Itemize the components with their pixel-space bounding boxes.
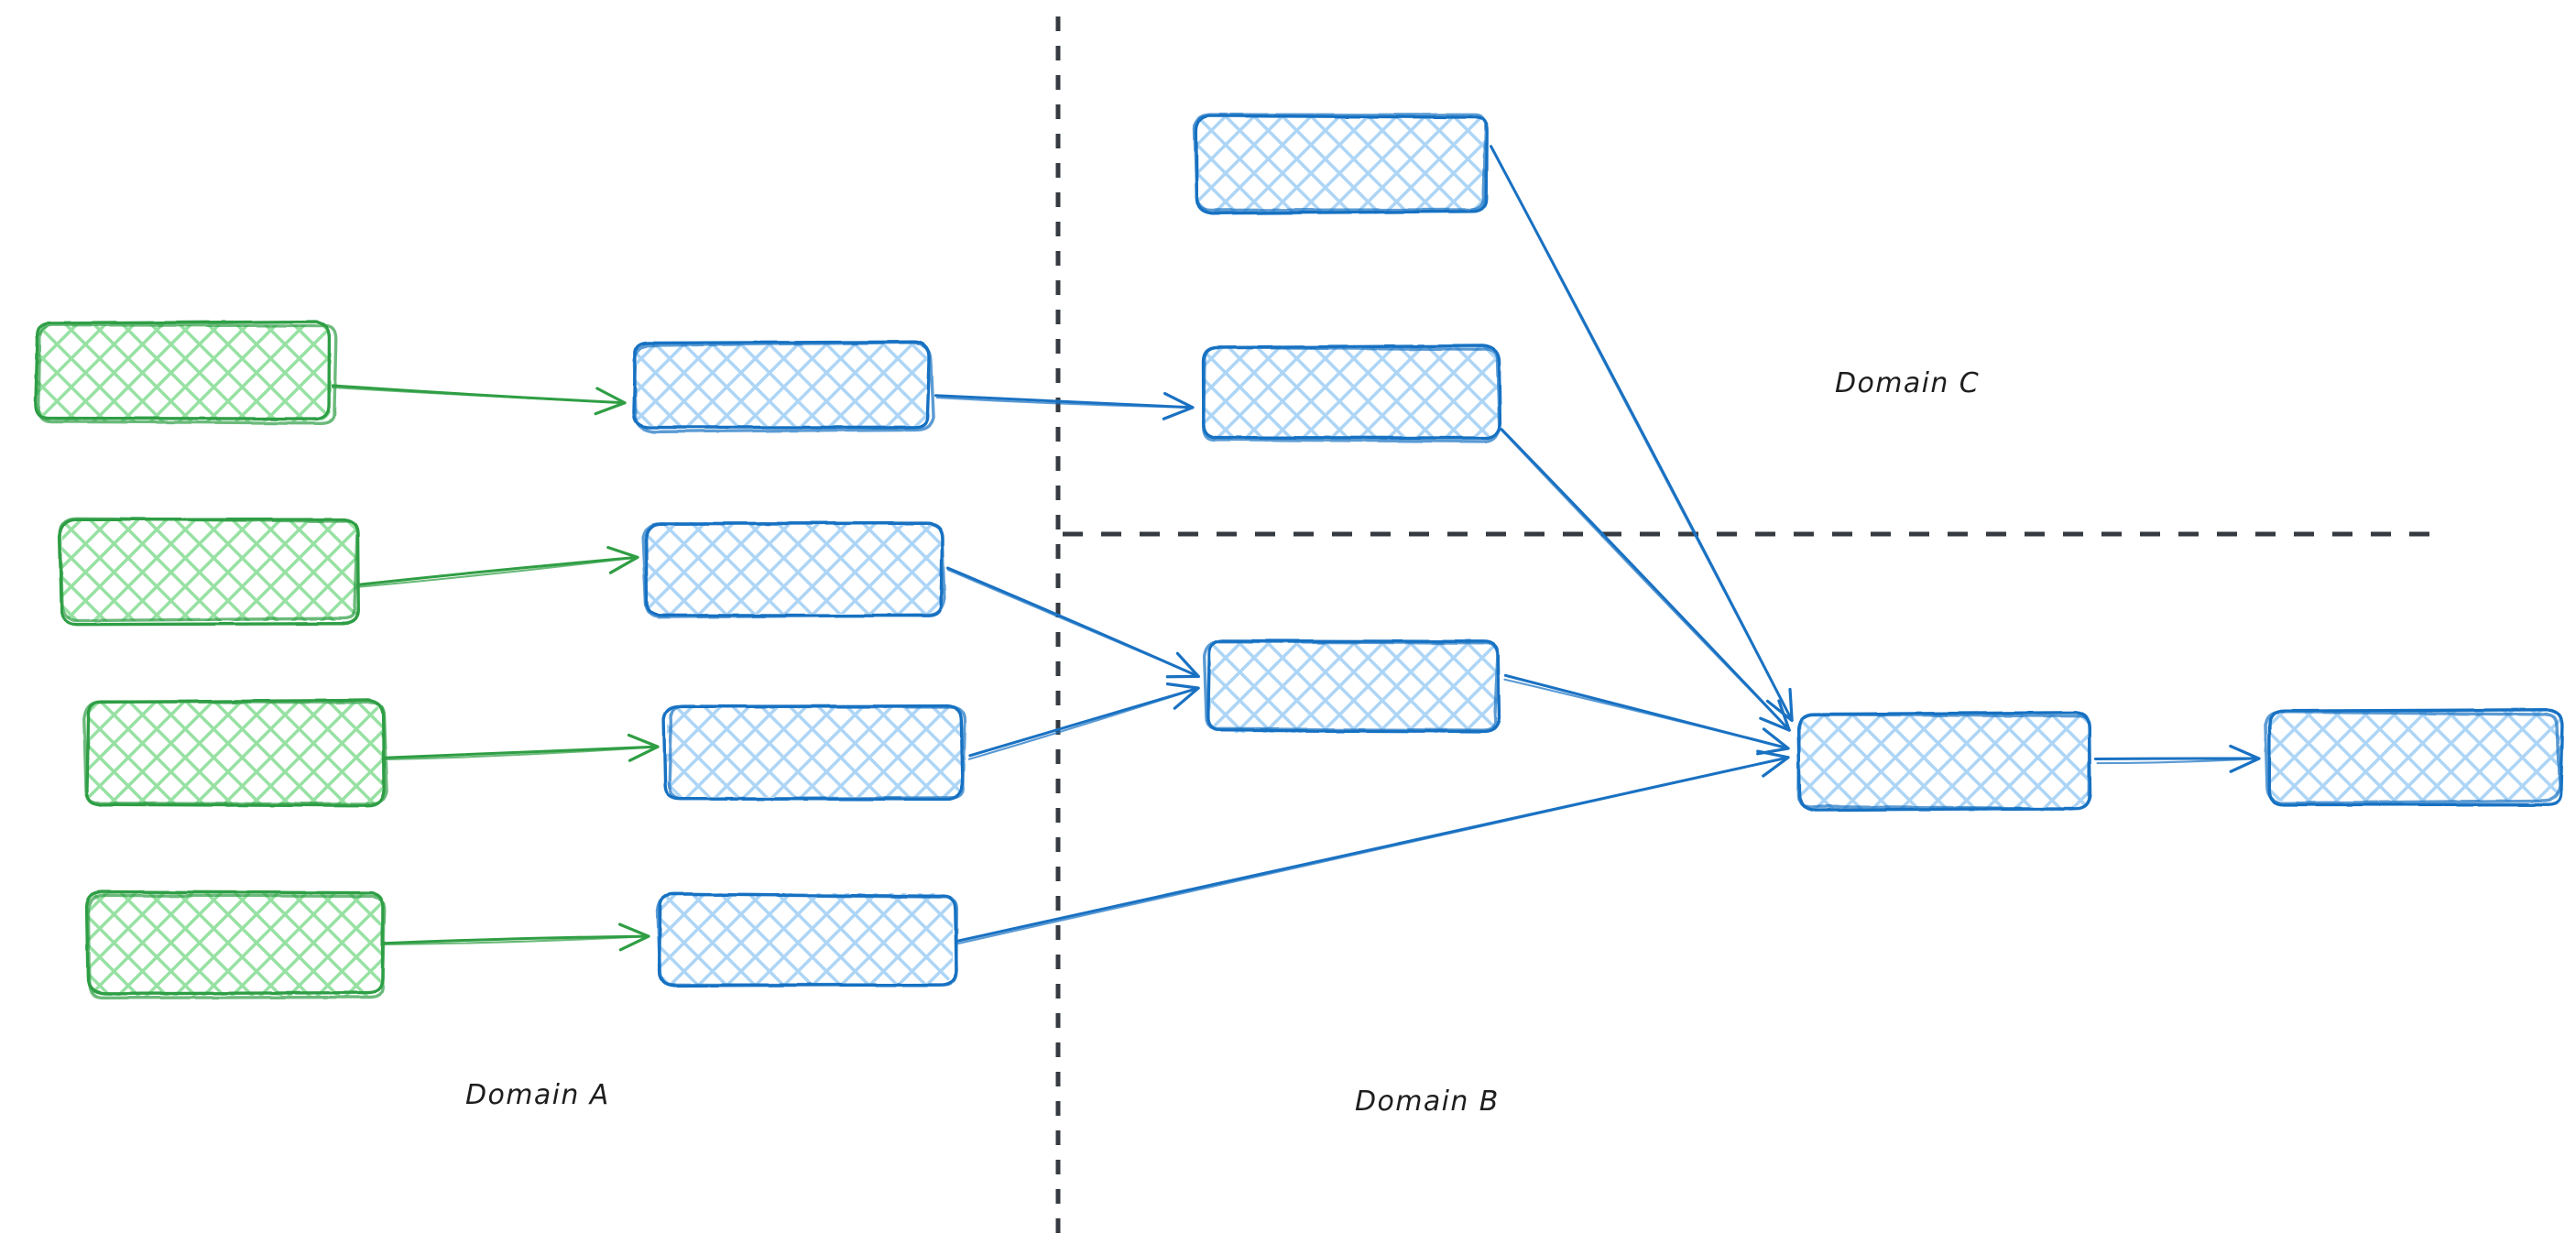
blue-node-b2[interactable] [640,518,947,619]
blue-node-c1-outline [1193,113,1488,213]
edge-a1-to-b1-shaft [329,386,627,404]
blue-node-d1-fill [1207,641,1499,733]
blue-node-e1[interactable] [1795,711,2093,814]
green-node-a3-fill [87,703,382,805]
edge-b2-to-d1[interactable] [945,566,1200,679]
edge-c1-to-e1-shaft [1491,147,1794,722]
blue-node-b3-outline [667,704,967,802]
blue-node-c2[interactable] [1198,343,1502,443]
edge-a4-to-b4-shaft [381,935,650,945]
edge-b3-to-d1-shaft [967,687,1200,760]
edge-e1-to-f1-shaft [2096,757,2261,765]
blue-node-c1[interactable] [1192,113,1490,216]
edge-b4-to-e1-arrowhead [1756,749,1790,778]
edge-a1-to-b1-arrowhead [594,387,627,416]
green-node-a3-outline [82,700,388,806]
edge-d1-to-e1-shaft [1503,678,1790,750]
edge-a3-to-b3[interactable] [380,733,660,762]
edge-b3-to-d1-arrowhead [1165,682,1200,710]
edge-a4-to-b4-arrowhead [617,922,650,952]
green-node-a2-outline [59,517,359,623]
blue-node-e1-fill [1798,715,2090,811]
blue-node-f1-outline [2264,710,2562,805]
blue-node-b4-fill [658,893,953,985]
domain-c-label: Domain C [1835,367,1980,399]
blue-node-b1-fill [634,344,929,426]
edge-b4-to-e1[interactable] [955,749,1790,944]
blue-node-c2-fill [1202,346,1498,438]
edge-c1-to-e1-arrowhead [1765,687,1794,723]
green-node-a4-outline [86,893,387,1000]
green-node-a2-fill [62,518,357,621]
green-node-a1-outline [37,322,338,425]
green-node-a3[interactable] [82,698,388,809]
edge-a4-to-b4-shaft [382,934,650,945]
edge-e1-to-f1-arrowhead [2229,744,2261,773]
edge-a4-to-b4[interactable] [381,922,650,952]
blue-node-b4[interactable] [654,889,959,988]
blue-node-b1-outline [632,341,935,434]
edge-b1-to-c2-arrowhead [1162,391,1195,420]
edge-a3-to-b3-arrowhead [627,733,660,762]
blue-node-b4-outline [656,892,959,987]
edge-c2-to-e1[interactable] [1500,428,1791,732]
blue-node-f1[interactable] [2264,706,2565,807]
domain-dividers [1055,16,2448,1244]
edge-b4-to-e1-shaft [957,756,1790,944]
edge-b1-to-c2-shaft [936,397,1195,409]
blue-node-b2-outline [640,521,947,619]
edge-b3-to-d1[interactable] [967,682,1200,760]
green-node-a1-fill [37,325,332,421]
edge-a2-to-b2-shaft [356,555,639,586]
edge-a2-to-b2[interactable] [356,545,639,588]
edge-c1-to-e1[interactable] [1490,145,1794,723]
blue-node-c1-fill [1195,116,1487,213]
edge-d1-to-e1[interactable] [1503,673,1790,756]
domain-b-label: Domain B [1355,1086,1500,1118]
edge-a2-to-b2-shaft [357,556,639,588]
edge-a2-to-b2-arrowhead [606,545,639,574]
green-node-a2[interactable] [58,515,361,627]
green-node-a1[interactable] [33,320,338,425]
blue-node-b3-fill [667,705,962,797]
edge-b2-to-d1-arrowhead [1165,651,1200,679]
green-node-a4-fill [87,893,382,996]
blue-node-f1-outline [2267,708,2565,807]
edge-a1-to-b1[interactable] [329,384,627,416]
blue-node-b1[interactable] [630,340,935,434]
green-node-a1-outline [34,320,332,420]
domain-a-label: Domain A [465,1079,610,1111]
nodes-layer [33,113,2565,1000]
edge-c2-to-e1-shaft [1501,429,1791,732]
blue-node-b3[interactable] [661,702,967,802]
edge-b2-to-d1-shaft [946,569,1200,678]
blue-node-d1[interactable] [1202,638,1502,737]
edges-layer [329,145,2261,952]
edge-a3-to-b3-shaft [380,745,660,759]
blue-node-b2-fill [647,522,942,614]
edge-e1-to-f1[interactable] [2093,744,2261,773]
blue-node-d1-outline [1202,639,1500,732]
blue-node-c2-outline [1202,345,1501,443]
edge-a3-to-b3-shaft [382,746,660,761]
green-node-a4[interactable] [83,889,387,1000]
blue-node-e1-outline [1796,713,2091,812]
blue-node-f1-fill [2269,710,2560,802]
edge-b1-to-c2[interactable] [934,391,1195,420]
edge-c2-to-e1-arrowhead [1759,699,1791,732]
